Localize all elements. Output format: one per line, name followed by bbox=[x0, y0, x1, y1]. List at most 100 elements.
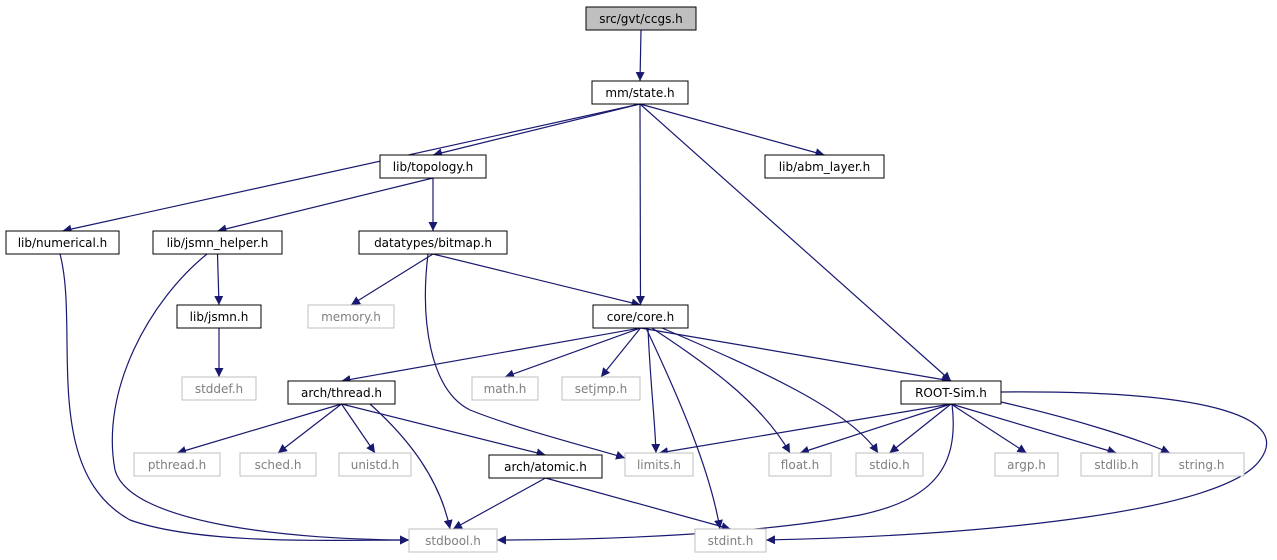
node-label-state: mm/state.h bbox=[605, 86, 674, 100]
node-label-string: string.h bbox=[1179, 458, 1225, 472]
edge-numerical-to-stdbool bbox=[59, 253, 410, 545]
edge-rootsim-to-limits bbox=[658, 403, 952, 456]
node-atomic[interactable]: arch/atomic.h bbox=[488, 454, 603, 479]
edge-thread-to-sched bbox=[277, 403, 342, 454]
node-abm[interactable]: lib/abm_layer.h bbox=[764, 154, 885, 179]
node-pthread: pthread.h bbox=[133, 452, 221, 477]
node-label-stdint: stdint.h bbox=[708, 534, 754, 548]
node-jsmn[interactable]: lib/jsmn.h bbox=[176, 304, 262, 329]
edge-jsmnhelper-to-jsmn bbox=[214, 253, 224, 306]
node-box-stddef bbox=[181, 376, 257, 401]
node-label-rootsim: ROOT-Sim.h bbox=[915, 386, 987, 400]
node-jsmnhelper[interactable]: lib/jsmn_helper.h bbox=[152, 230, 283, 255]
node-stddef: stddef.h bbox=[181, 376, 257, 401]
node-label-argp: argp.h bbox=[1007, 458, 1046, 472]
node-box-state bbox=[591, 80, 689, 105]
edge-atomic-to-stdbool bbox=[452, 477, 546, 530]
node-thread[interactable]: arch/thread.h bbox=[287, 380, 396, 405]
node-label-stdlib: stdlib.h bbox=[1094, 458, 1138, 472]
edge-thread-to-pthread bbox=[176, 403, 342, 455]
edge-core-to-stdint bbox=[645, 327, 723, 530]
node-stdint: stdint.h bbox=[694, 528, 767, 553]
edge-topology-to-jsmnhelper bbox=[217, 177, 434, 234]
node-box-jsmnhelper bbox=[152, 230, 283, 255]
node-box-math bbox=[471, 376, 539, 401]
node-setjmp: setjmp.h bbox=[561, 376, 641, 401]
edge-ccgs-to-state bbox=[635, 29, 645, 82]
node-box-thread bbox=[287, 380, 396, 405]
node-memory: memory.h bbox=[307, 304, 395, 329]
node-sched: sched.h bbox=[239, 452, 317, 477]
node-label-bitmap: datatypes/bitmap.h bbox=[374, 236, 492, 250]
node-box-stdio bbox=[855, 452, 924, 477]
node-topology[interactable]: lib/topology.h bbox=[379, 154, 487, 179]
node-core[interactable]: core/core.h bbox=[592, 304, 689, 329]
node-label-unistd: unistd.h bbox=[351, 458, 400, 472]
edge-thread-to-unistd bbox=[341, 403, 376, 454]
edge-thread-to-atomic bbox=[341, 403, 546, 458]
node-math: math.h bbox=[471, 376, 539, 401]
edge-rootsim-to-argp bbox=[950, 403, 1027, 454]
node-label-ccgs: src/gvt/ccgs.h bbox=[599, 12, 683, 26]
node-label-atomic: arch/atomic.h bbox=[504, 460, 587, 474]
node-label-stddef: stddef.h bbox=[195, 382, 243, 396]
node-box-ccgs bbox=[585, 6, 697, 31]
edge-core-to-math bbox=[504, 327, 641, 379]
edge-jsmnhelper-to-stdbool bbox=[111, 253, 410, 545]
edge-bitmap-to-limits bbox=[424, 253, 626, 460]
edge-rootsim-to-stdio bbox=[889, 403, 952, 454]
edge-core-to-thread bbox=[341, 327, 641, 384]
node-box-atomic bbox=[488, 454, 603, 479]
edge-rootsim-to-string bbox=[1000, 401, 1171, 454]
node-label-limits: limits.h bbox=[637, 458, 681, 472]
node-label-topology: lib/topology.h bbox=[393, 160, 473, 174]
edge-bitmap-to-core bbox=[432, 253, 641, 308]
edge-state-to-topology bbox=[432, 103, 641, 158]
node-label-stdbool: stdbool.h bbox=[425, 534, 481, 548]
node-label-jsmn: lib/jsmn.h bbox=[190, 310, 249, 324]
node-box-unistd bbox=[338, 452, 412, 477]
node-rootsim[interactable]: ROOT-Sim.h bbox=[900, 380, 1002, 405]
node-box-core bbox=[592, 304, 689, 329]
node-stdbool: stdbool.h bbox=[408, 528, 498, 553]
node-label-stdio: stdio.h bbox=[869, 458, 909, 472]
node-box-numerical bbox=[5, 230, 120, 255]
edge-thread-to-stdbool bbox=[369, 403, 453, 530]
node-label-numerical: lib/numerical.h bbox=[18, 236, 108, 250]
node-argp: argp.h bbox=[994, 452, 1059, 477]
node-label-pthread: pthread.h bbox=[148, 458, 206, 472]
node-state[interactable]: mm/state.h bbox=[591, 80, 689, 105]
node-box-string bbox=[1158, 452, 1245, 477]
node-box-pthread bbox=[133, 452, 221, 477]
edge-state-to-abm bbox=[639, 103, 825, 157]
node-label-setjmp: setjmp.h bbox=[575, 382, 627, 396]
node-box-stdbool bbox=[408, 528, 498, 553]
node-numerical[interactable]: lib/numerical.h bbox=[5, 230, 120, 255]
node-label-float: float.h bbox=[781, 458, 819, 472]
node-label-memory: memory.h bbox=[321, 310, 381, 324]
node-bitmap[interactable]: datatypes/bitmap.h bbox=[358, 230, 508, 255]
edge-rootsim-to-stdint bbox=[765, 391, 1268, 545]
node-box-topology bbox=[379, 154, 487, 179]
edge-rootsim-to-float bbox=[799, 403, 952, 455]
node-stdlib: stdlib.h bbox=[1080, 452, 1153, 477]
node-box-argp bbox=[994, 452, 1059, 477]
node-box-setjmp bbox=[561, 376, 641, 401]
edge-core-to-float bbox=[651, 327, 791, 454]
edge-atomic-to-stdint bbox=[545, 477, 731, 531]
edges-layer bbox=[59, 29, 1268, 545]
nodes-layer: src/gvt/ccgs.h mm/state.h lib/topology.h li… bbox=[5, 6, 1245, 553]
node-label-math: math.h bbox=[484, 382, 527, 396]
node-label-thread: arch/thread.h bbox=[301, 386, 382, 400]
node-box-float bbox=[768, 452, 832, 477]
node-box-jsmn bbox=[176, 304, 262, 329]
node-box-rootsim bbox=[900, 380, 1002, 405]
edge-state-to-rootsim bbox=[639, 103, 952, 382]
edge-rootsim-to-stdlib bbox=[950, 403, 1117, 455]
node-box-memory bbox=[307, 304, 395, 329]
node-label-jsmnhelper: lib/jsmn_helper.h bbox=[167, 236, 269, 250]
edge-core-to-rootsim bbox=[640, 327, 952, 384]
node-ccgs[interactable]: src/gvt/ccgs.h bbox=[585, 6, 697, 31]
edge-core-to-limits bbox=[647, 327, 661, 454]
